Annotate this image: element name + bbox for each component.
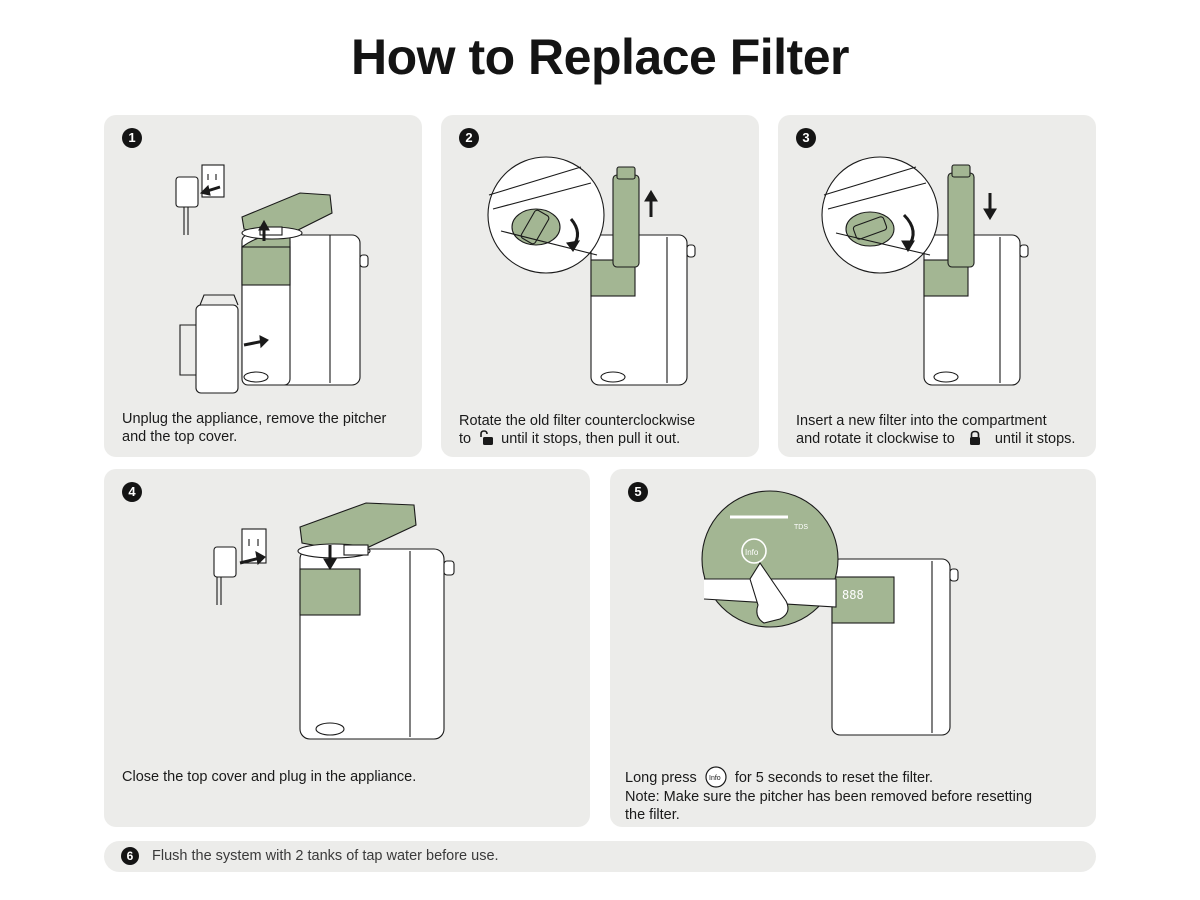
unplug-remove-illustration [175,164,369,394]
step-4-card: 4 Close the top cover and plug in the [104,469,590,827]
step-5-number: 5 [628,482,648,502]
step-4-number: 4 [122,482,142,502]
info-button-icon: Info [705,766,727,788]
step-1-number: 1 [122,128,142,148]
reset-filter-illustration: 888 Info TDS [701,490,959,736]
step-3-card: 3 Insert a new filter into the compartme… [778,115,1096,457]
step-6-bar: 6 Flush the system with 2 tanks of tap w… [104,841,1096,872]
remove-filter-illustration [487,156,696,386]
step-1-card: 1 [104,115,422,457]
svg-text:888: 888 [842,588,864,602]
step-2-caption: Rotate the old filter counterclockwise t… [459,413,696,447]
step-1-caption: Unplug the appliance, remove the pitcher… [122,411,387,445]
info-button-icon-label: Info [709,775,721,782]
new-filter-cartridge [947,172,975,268]
step-3-caption: Insert a new filter into the compartment… [796,413,1076,447]
unlock-icon [480,430,494,445]
lock-icon [969,430,980,445]
step-2-number: 2 [459,128,479,148]
page-title: How to Replace Filter [351,29,849,85]
filter-cartridge [612,174,640,268]
step-6-number: 6 [121,847,139,865]
step-5-card: 5 888 Info TDS Long press Info [610,469,1096,827]
close-plug-illustration [213,502,455,740]
body-green-band [241,246,291,286]
info-button-closeup-label: Info [745,548,759,557]
info-button-closeup [741,538,767,564]
finger-pressing [749,561,789,624]
top-cover [299,502,417,554]
pitcher [195,304,239,394]
step-2-card: 2 Rotate the old filter counterclockwise [441,115,759,457]
step-3-number: 3 [796,128,816,148]
power-plug [175,176,199,208]
step-6-caption: Flush the system with 2 tanks of tap wat… [152,848,499,864]
step-5-caption: Long press Info for 5 seconds to reset t… [625,766,1032,824]
step-4-caption: Close the top cover and plug in the appl… [122,769,417,785]
display-tds-label: TDS [794,524,808,531]
insert-filter-illustration [821,156,1029,386]
power-plug [213,546,237,578]
